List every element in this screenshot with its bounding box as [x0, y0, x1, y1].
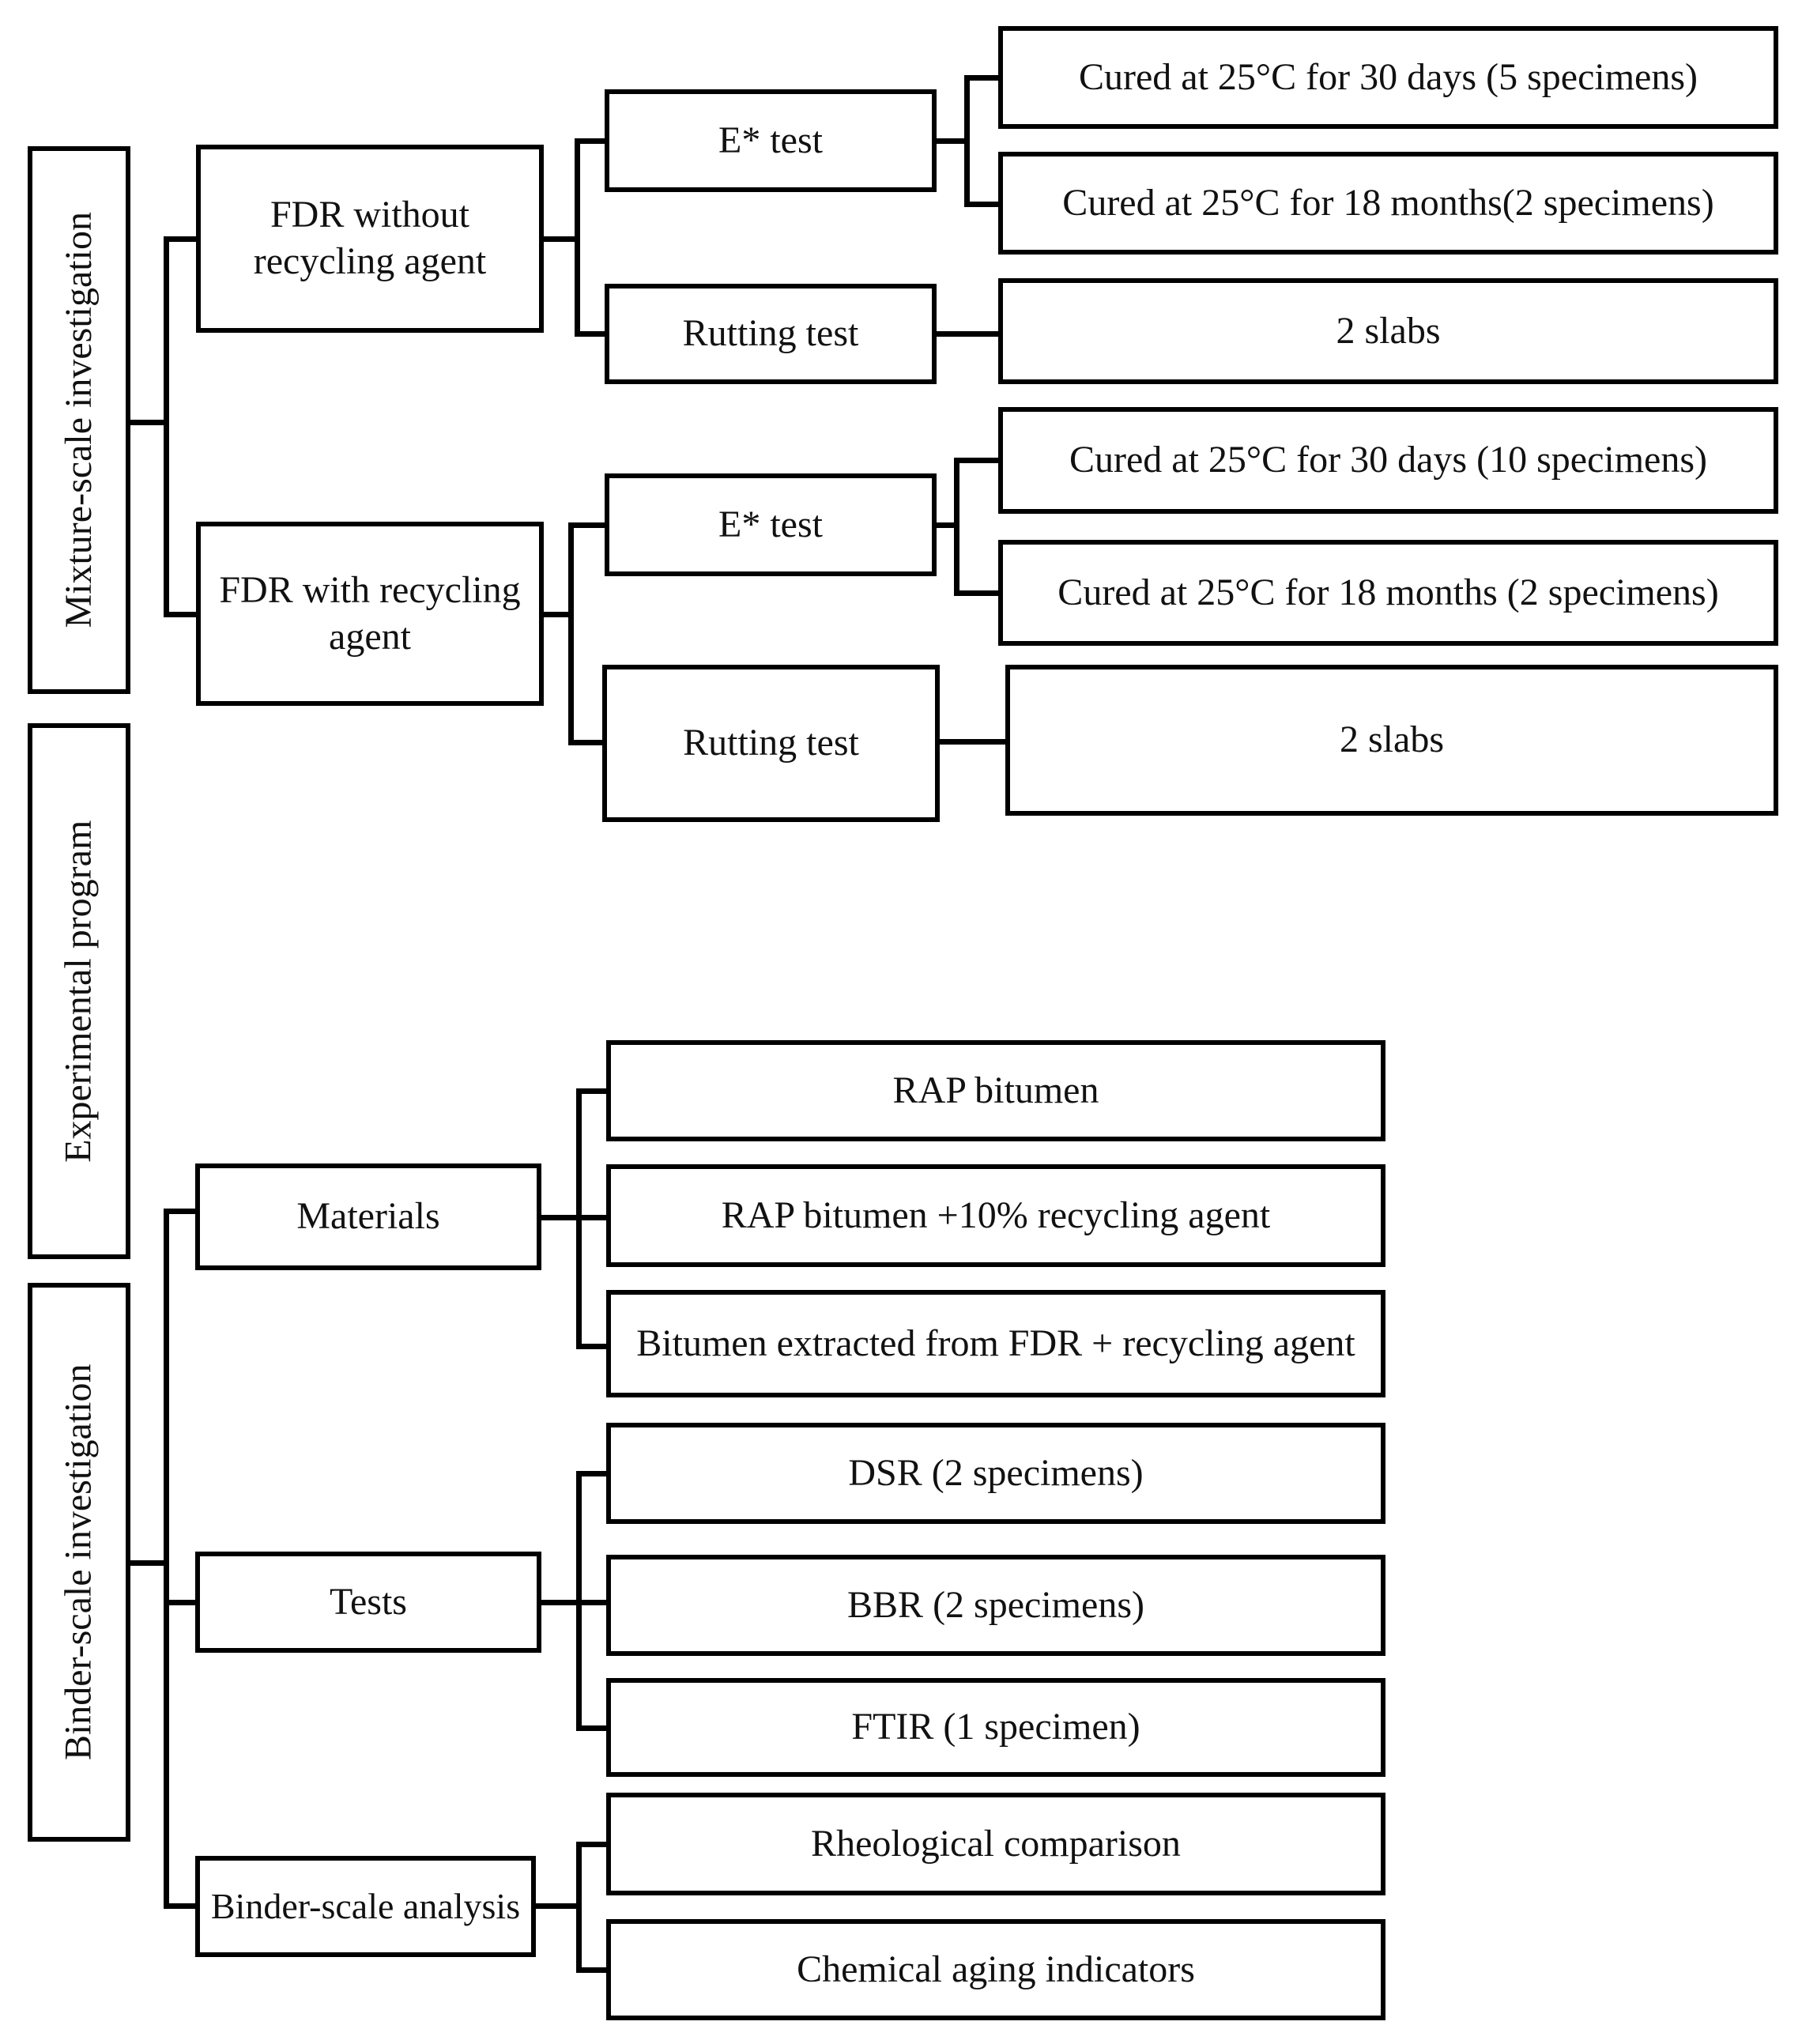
- connector-materials-stub: [541, 1215, 606, 1220]
- node-2-slabs-1: 2 slabs: [998, 278, 1778, 384]
- node-label: Cured at 25°C for 30 days (10 specimens): [1069, 439, 1708, 481]
- connector-to-tests: [164, 1600, 196, 1605]
- node-rap-bitumen: RAP bitumen: [606, 1040, 1385, 1141]
- connector-e-test-2-stub: [937, 522, 959, 528]
- connector-to-rheological: [576, 1842, 606, 1847]
- node-bitumen-extracted-from-fdr: Bitumen extracted from FDR + recycling a…: [606, 1290, 1385, 1397]
- connector-mixture-trunk: [164, 236, 169, 617]
- node-e-star-test-2: E* test: [605, 473, 937, 576]
- section-label-binder: Binder-scale investigation: [57, 1363, 100, 1761]
- node-rap-bitumen-10-recycling-agent: RAP bitumen +10% recycling agent: [606, 1164, 1385, 1267]
- connector-to-binder-analysis: [164, 1903, 196, 1909]
- connector-fdr-without-bracket: [575, 138, 580, 337]
- section-box-experimental-program: Experimental program: [28, 723, 130, 1259]
- connector-to-e-test-2: [568, 522, 605, 528]
- node-chemical-aging-indicators: Chemical aging indicators: [606, 1919, 1385, 2020]
- node-rheological-comparison: Rheological comparison: [606, 1793, 1385, 1895]
- node-label: 2 slabs: [1340, 718, 1444, 761]
- node-2-slabs-2: 2 slabs: [1005, 665, 1778, 816]
- connector-binder-trunk: [164, 1209, 169, 1909]
- connector-tests-stub: [541, 1600, 606, 1605]
- connector-to-e-test-1: [575, 138, 605, 144]
- node-label: FDR with recycling agent: [219, 568, 521, 658]
- connector-fdr-with-bracket: [568, 522, 574, 745]
- node-label: Rutting test: [683, 722, 859, 764]
- connector-to-ftir: [576, 1725, 606, 1731]
- connector-to-cured-18m-2b: [954, 590, 998, 596]
- section-box-mixture-scale-investigation: Mixture-scale investigation: [28, 146, 130, 694]
- node-fdr-with-recycling-agent: FDR with recycling agent: [196, 522, 544, 706]
- node-fdr-without-recycling-agent: FDR without recycling agent: [196, 145, 544, 333]
- connector-to-cured-30d-5: [964, 75, 998, 81]
- node-label: RAP bitumen +10% recycling agent: [721, 1194, 1271, 1236]
- node-label: FTIR (1 specimen): [851, 1706, 1140, 1748]
- node-label: E* test: [718, 503, 823, 545]
- section-box-binder-scale-investigation: Binder-scale investigation: [28, 1283, 130, 1842]
- connector-e-test-2-bracket: [954, 458, 959, 596]
- connector-binder-analysis-bracket: [576, 1842, 582, 1973]
- connector-to-chemical: [576, 1967, 606, 1973]
- node-label: Materials: [296, 1195, 440, 1238]
- connector-e-test-1-stub: [937, 138, 970, 144]
- connector-e-test-1-bracket: [964, 75, 970, 207]
- connector-to-dsr: [576, 1471, 606, 1476]
- node-label: Tests: [330, 1580, 407, 1623]
- node-rutting-test-1: Rutting test: [605, 284, 937, 384]
- node-label: BBR (2 specimens): [847, 1583, 1144, 1626]
- node-label: DSR (2 specimens): [848, 1451, 1144, 1494]
- node-cured-30days-5-specimens: Cured at 25°C for 30 days (5 specimens): [998, 26, 1778, 129]
- node-e-star-test-1: E* test: [605, 89, 937, 192]
- node-cured-18months-2-specimens-b: Cured at 25°C for 18 months (2 specimens…: [998, 540, 1778, 646]
- connector-tests-bracket: [576, 1471, 582, 1731]
- connector-binder-stub: [130, 1560, 164, 1566]
- connector-rutting-2-to-slabs-2: [940, 739, 1005, 745]
- section-label-experimental: Experimental program: [57, 820, 100, 1163]
- node-materials: Materials: [195, 1163, 541, 1270]
- node-label: Rheological comparison: [811, 1822, 1181, 1865]
- node-tests: Tests: [195, 1552, 541, 1653]
- node-binder-scale-analysis: Binder-scale analysis: [195, 1856, 536, 1957]
- node-label: Cured at 25°C for 18 months (2 specimens…: [1057, 571, 1719, 613]
- connector-fdr-without-stub: [544, 236, 580, 242]
- connector-rutting-1-to-slabs-1: [937, 331, 998, 337]
- connector-to-materials: [164, 1209, 196, 1214]
- connector-to-rutting-2: [568, 740, 602, 745]
- node-label: Binder-scale analysis: [210, 1885, 521, 1926]
- connector-binder-analysis-stub: [536, 1903, 582, 1909]
- connector-to-rap-bitumen: [576, 1088, 606, 1094]
- node-label: Chemical aging indicators: [797, 1948, 1195, 1990]
- node-ftir: FTIR (1 specimen): [606, 1678, 1385, 1777]
- connector-to-cured-18m-2a: [964, 202, 998, 207]
- node-label: RAP bitumen: [892, 1069, 1099, 1111]
- section-label-mixture: Mixture-scale investigation: [57, 212, 100, 628]
- node-label: 2 slabs: [1336, 309, 1441, 352]
- node-label: Rutting test: [682, 312, 859, 355]
- node-label: FDR without recycling agent: [253, 194, 487, 282]
- node-bbr: BBR (2 specimens): [606, 1555, 1385, 1656]
- node-label: Bitumen extracted from FDR + recycling a…: [636, 1322, 1355, 1364]
- connector-to-bitumen-extracted: [576, 1344, 606, 1349]
- node-rutting-test-2: Rutting test: [602, 665, 940, 822]
- node-cured-30days-10-specimens: Cured at 25°C for 30 days (10 specimens): [998, 407, 1778, 514]
- connector-to-rutting-1: [575, 331, 605, 337]
- connector-to-fdr-without: [164, 236, 196, 242]
- node-cured-18months-2-specimens-a: Cured at 25°C for 18 months(2 specimens): [998, 152, 1778, 255]
- connector-materials-bracket: [576, 1088, 582, 1349]
- node-label: E* test: [718, 119, 823, 161]
- node-label: Cured at 25°C for 30 days (5 specimens): [1078, 55, 1698, 98]
- node-dsr: DSR (2 specimens): [606, 1423, 1385, 1524]
- connector-to-cured-30d-10: [954, 458, 998, 463]
- connector-mixture-stub: [130, 420, 164, 425]
- connector-to-fdr-with: [164, 612, 196, 617]
- node-label: Cured at 25°C for 18 months(2 specimens): [1062, 181, 1714, 224]
- connector-fdr-with-stub: [544, 612, 574, 617]
